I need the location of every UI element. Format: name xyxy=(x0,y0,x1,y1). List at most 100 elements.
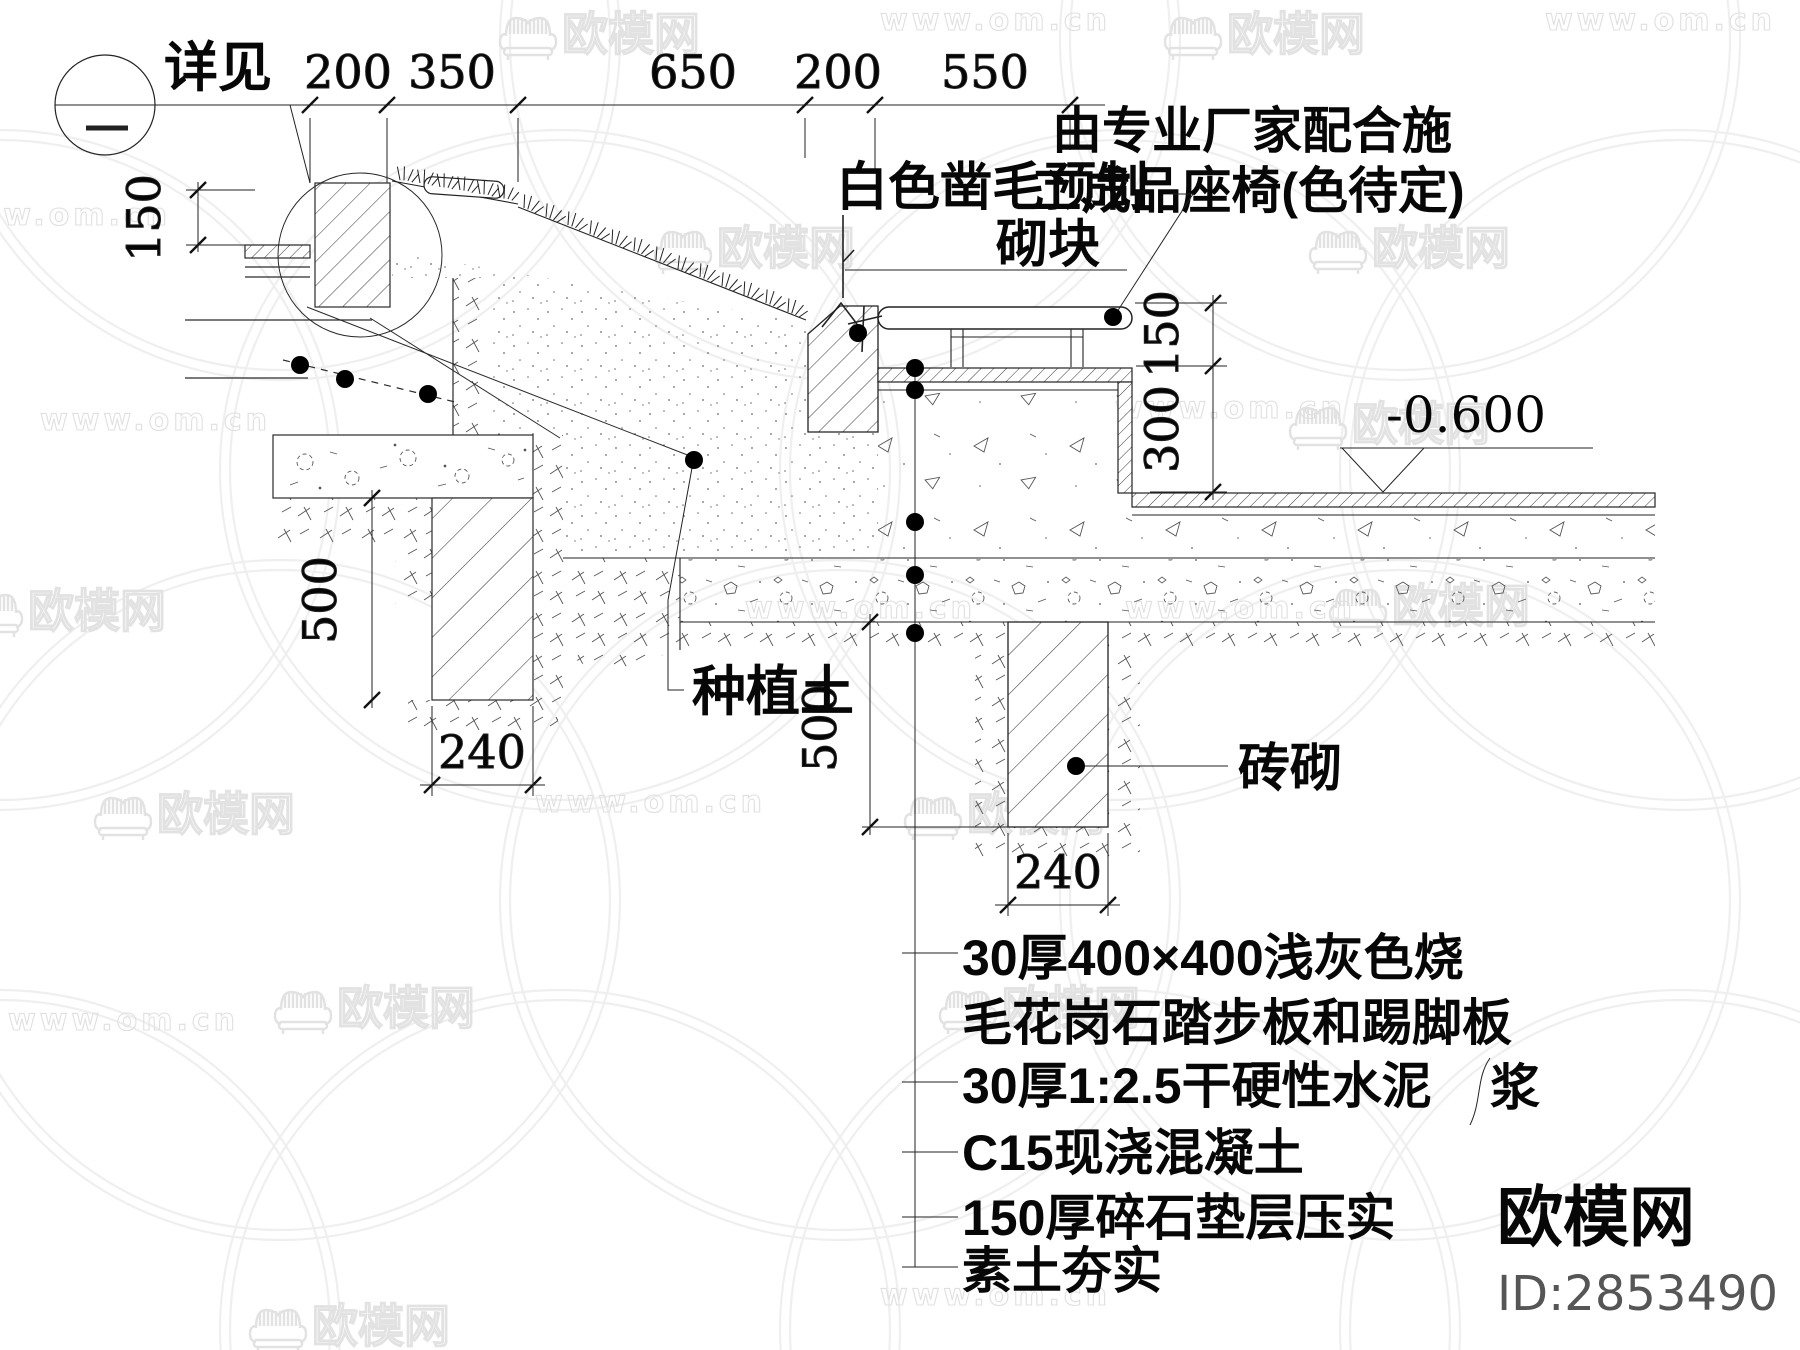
left-paving-slab xyxy=(244,244,311,259)
watermark-text: 欧模网 xyxy=(28,584,166,638)
footing-gravel xyxy=(289,443,527,490)
earth-band-left xyxy=(680,622,975,654)
bench-label-2: 工成品座椅(色待定) xyxy=(1031,163,1464,219)
site-branding: 欧模网 ID:2853490 xyxy=(1497,1180,1778,1322)
precast-block-annotation: 白色凿毛预制 砌块 xyxy=(821,159,1148,353)
watermark-url: www.om.cn xyxy=(0,198,171,233)
watermark-url: www.om.cn xyxy=(1115,391,1346,426)
watermark-text: 欧模网 xyxy=(337,981,475,1035)
dim-left-240: 240 xyxy=(420,706,545,796)
detail-region-circle xyxy=(277,172,443,338)
left-footing xyxy=(272,434,534,499)
watermark-text: 欧模网 xyxy=(1372,221,1510,275)
dim-200b: 200 xyxy=(794,45,882,99)
precast-block-label-1: 白色凿毛预制 xyxy=(836,159,1148,217)
material-note-2b: 浆 xyxy=(1490,1060,1540,1116)
crushed-stone-band xyxy=(680,558,1655,622)
leader-dot xyxy=(685,451,703,469)
material-note-3: C15现浇混凝土 xyxy=(962,1125,1304,1181)
annotations: 白色凿毛预制 砌块 由专业厂家配合施 工成品座椅(色待定) 种植土 砖砌 xyxy=(667,103,1465,798)
elevation-triangle xyxy=(1340,447,1426,493)
material-layer-dots xyxy=(906,359,924,642)
dim-650: 650 xyxy=(649,45,737,99)
leader-dot xyxy=(1067,757,1085,775)
watermark-text: 欧模网 xyxy=(562,7,700,61)
material-note-5: 素土夯实 xyxy=(962,1243,1162,1299)
leader-dot xyxy=(906,513,924,531)
planting-soil-label: 种植土 xyxy=(692,662,854,722)
earth-strip-behind-wall xyxy=(453,278,487,435)
watermark-text: 欧模网 xyxy=(157,787,295,841)
detail-callout: 详见 xyxy=(54,38,311,184)
watermark-url: www.om.cn xyxy=(880,3,1111,38)
earth-band-right xyxy=(1140,622,1655,654)
watermark-url: www.om.cn xyxy=(880,1278,1111,1313)
material-notes: 30厚400×400浅灰色烧 毛花岗石踏步板和踢脚板 30厚1:2.5干硬性水泥… xyxy=(902,359,1540,1299)
dim-left-150: 150 xyxy=(117,174,310,262)
precast-block xyxy=(807,305,879,433)
dim-left-500: 500 xyxy=(293,488,382,710)
watermark-text: 欧模网 xyxy=(1227,7,1365,61)
dim-150-right: 150 xyxy=(1135,290,1189,378)
dim-200a: 200 xyxy=(304,45,392,99)
planter-wall-section xyxy=(185,172,691,701)
leader-dot xyxy=(849,324,867,342)
bench-and-step-section xyxy=(563,305,1656,828)
leader-dot xyxy=(906,566,924,584)
brick-masonry-label: 砖砌 xyxy=(1238,740,1342,798)
watermark-text: 欧模网 xyxy=(312,1299,450,1350)
dim-240-left: 240 xyxy=(438,725,526,779)
material-note-4: 150厚碎石垫层压实 xyxy=(962,1190,1395,1246)
dim-240-center: 240 xyxy=(1014,845,1102,899)
material-note-1b: 毛花岗石踏步板和踢脚板 xyxy=(962,995,1512,1051)
watermark-text: 欧模网 xyxy=(1002,981,1140,1035)
precast-block-label-2: 砌块 xyxy=(996,216,1100,274)
dim-550: 550 xyxy=(941,45,1029,99)
elevation-marker: -0.600 xyxy=(1340,386,1593,493)
section-fills xyxy=(273,252,1655,862)
grass-slope xyxy=(391,165,811,321)
dim-center-500: 500 xyxy=(793,612,1008,837)
bench-legs xyxy=(950,329,1084,367)
dimensions: 200 350 650 200 550 150 500 240 xyxy=(55,45,1227,916)
image-id: ID:2853490 xyxy=(1497,1266,1778,1322)
elevation-value: -0.600 xyxy=(1386,386,1546,444)
leader-dot xyxy=(336,370,354,388)
watermark-url: www.om.cn xyxy=(40,403,271,438)
left-brick-pier xyxy=(431,497,534,701)
top-dimension-chain: 200 350 650 200 550 xyxy=(55,45,1105,183)
bench-label-1: 由专业厂家配合施 xyxy=(1052,103,1452,159)
planter-wall xyxy=(314,182,391,308)
bench-annotation: 由专业厂家配合施 工成品座椅(色待定) xyxy=(1031,103,1465,326)
center-brick-pier xyxy=(1007,621,1109,828)
watermark-text: 欧模网 xyxy=(717,221,855,275)
concrete-fill xyxy=(878,390,1655,558)
material-note-2: 30厚1:2.5干硬性水泥 xyxy=(962,1058,1432,1114)
earth-below-footing xyxy=(273,498,432,612)
site-logo: 欧模网 xyxy=(1497,1180,1695,1254)
dim-150-left: 150 xyxy=(117,174,171,262)
earth-right-of-footing xyxy=(533,435,563,700)
leader-dot xyxy=(906,624,924,642)
brick-masonry-annotation: 砖砌 xyxy=(1067,740,1342,798)
dim-300-right: 300 xyxy=(1135,385,1189,473)
callout-note: 详见 xyxy=(164,38,272,98)
callout-bubble xyxy=(54,54,156,156)
leader-dot xyxy=(906,381,924,399)
leader-dot xyxy=(291,356,309,374)
dim-500-left: 500 xyxy=(293,556,347,644)
dim-350: 350 xyxy=(408,45,496,99)
planting-soil-annotation: 种植土 xyxy=(667,451,854,722)
dim-500-center: 500 xyxy=(793,684,847,772)
dim-right-stack: 150 300 xyxy=(1135,290,1227,502)
watermark-text: 欧模网 xyxy=(1352,397,1490,451)
leader-dot xyxy=(419,385,437,403)
pavement-slab xyxy=(1131,492,1656,508)
watermark-url: www.om.cn xyxy=(535,785,766,820)
leader-dot xyxy=(906,359,924,377)
step-riser-slab xyxy=(1117,381,1133,494)
bench-seat xyxy=(877,306,1133,330)
dim-center-240: 240 xyxy=(995,833,1120,916)
